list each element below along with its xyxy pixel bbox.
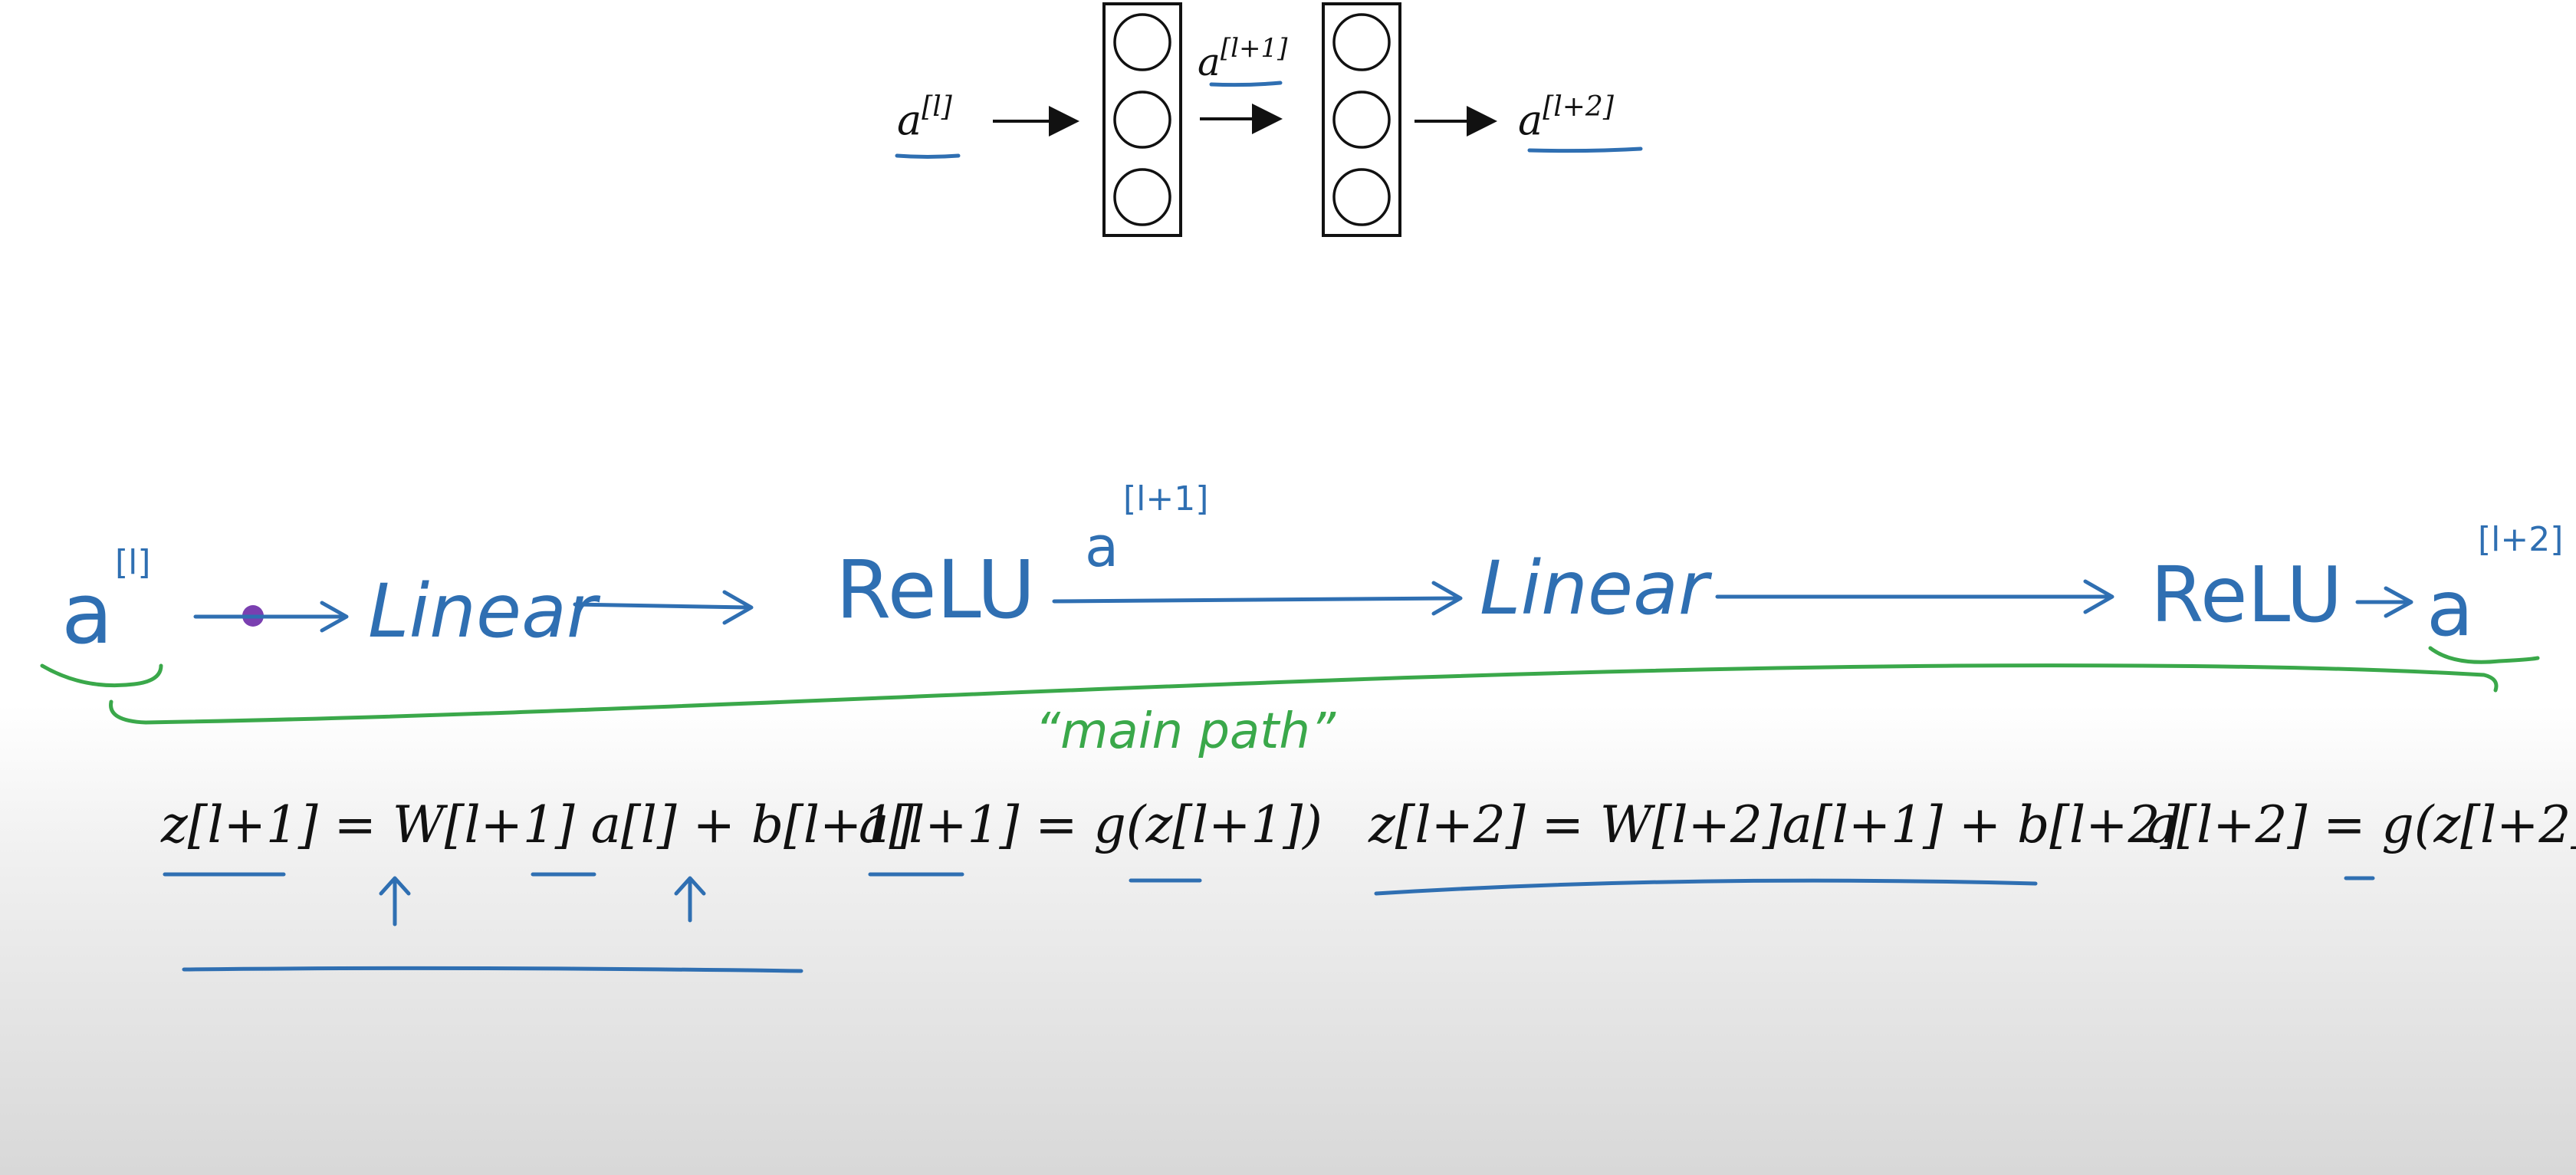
flow-relu-1: ReLU (836, 543, 1035, 637)
main-path-start-bracket (40, 663, 163, 688)
flow-start-activation: a (61, 564, 113, 663)
layer-2-node (1332, 13, 1391, 71)
layer-1-node (1113, 91, 1171, 149)
input-underline (895, 153, 961, 159)
flow-linear-1: Linear (368, 568, 601, 654)
equations: z[l+1] = W[l+1] a[l] + b[l+1] a[l+1] = g… (160, 795, 2576, 973)
arrow-up-b (674, 876, 706, 923)
equation-a-l2: a[l+2] = g(z[l+2]) (2147, 795, 2576, 854)
main-path-curve (109, 663, 2499, 725)
flow-start-superscript: [l] (115, 543, 151, 582)
layer-2-node (1332, 168, 1391, 226)
layer-2-box (1322, 2, 1401, 237)
handwritten-flow: a [l] Linear ReLU a [l+1] Linear ReLU a … (40, 479, 2563, 760)
arrow-to-linear-1 (193, 601, 349, 633)
equation-z-l2: z[l+2] = W[l+2]a[l+1] + b[l+2] (1368, 795, 2180, 854)
flow-relu-2: ReLU (2150, 550, 2342, 640)
flow-end-superscript: [l+2] (2478, 520, 2563, 559)
layer-2-node (1332, 91, 1391, 149)
main-path-label: “main path” (1035, 703, 1336, 760)
flow-mid-superscript: [l+1] (1123, 479, 1208, 518)
middle-activation-label: a[l+1] (1198, 33, 1288, 84)
network-diagram: a[l] a[l+1] a[l+2] (895, 2, 1643, 237)
output-underline (1527, 146, 1643, 153)
output-activation-label: a[l+2] (1518, 91, 1615, 144)
equation-z-l1: z[l+1] = W[l+1] a[l] + b[l+1] (160, 795, 914, 854)
middle-underline (1209, 81, 1283, 87)
main-path-end-bracket (2428, 646, 2540, 664)
layer-1-node (1113, 13, 1171, 71)
equation-3-underline (1374, 878, 2038, 896)
arrow-to-relu-2 (1715, 579, 2114, 614)
arrow-up-W (379, 876, 411, 927)
arrow-to-relu-1 (573, 590, 754, 625)
input-activation-label: a[l] (897, 91, 953, 144)
flow-end-activation: a (2426, 564, 2473, 653)
arrow-to-output (2355, 586, 2413, 618)
layer-1-node (1113, 168, 1171, 226)
flow-mid-activation: a (1085, 515, 1119, 579)
arrow-to-linear-2 (1052, 581, 1463, 616)
equation-1-underline (182, 966, 803, 973)
flow-linear-2: Linear (1480, 545, 1713, 631)
equation-a-l1: a[l+1] = g(z[l+1]) (859, 795, 1322, 854)
layer-1-box (1102, 2, 1182, 237)
